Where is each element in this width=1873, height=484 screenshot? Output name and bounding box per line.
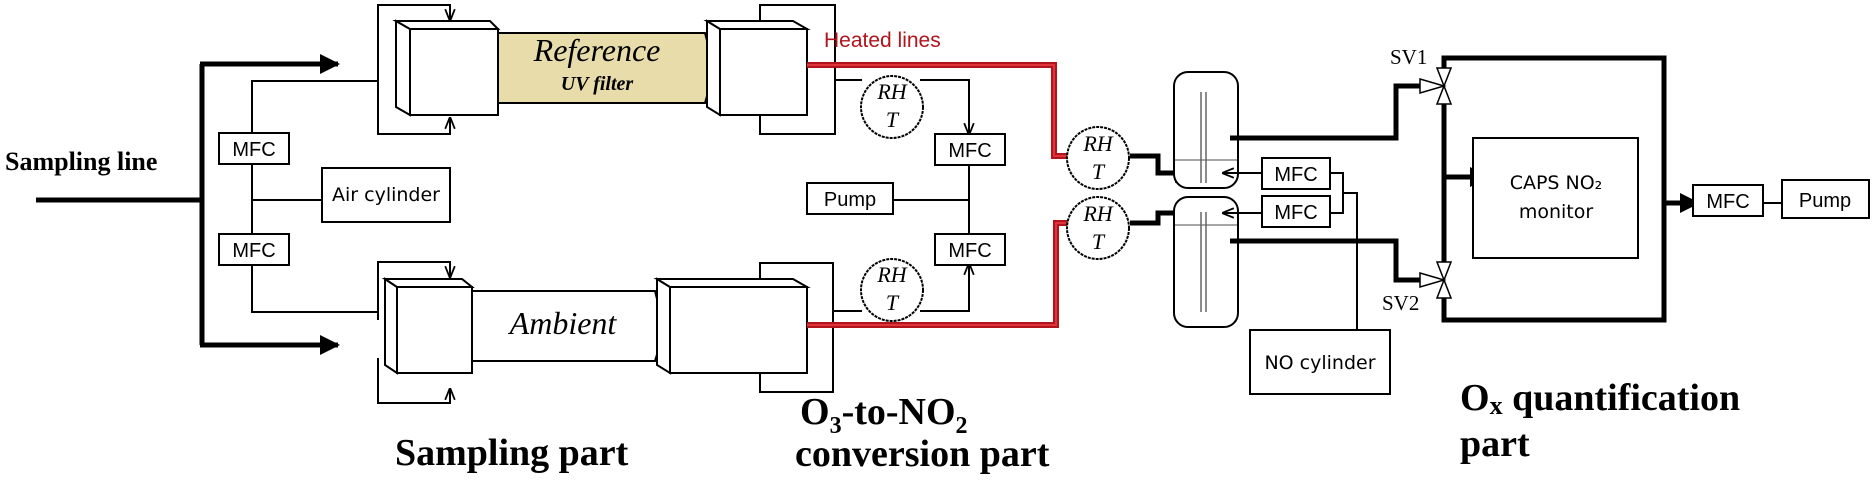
heated-lines-label: Heated lines <box>824 29 941 52</box>
air-cylinder[interactable]: Air cylinder <box>321 167 451 223</box>
solenoid-valve-sv1[interactable]: SV1 <box>1390 45 1453 105</box>
mfc-label: MFC <box>1274 164 1317 186</box>
mfc-label: MFC <box>948 140 991 162</box>
lower-air-line <box>251 265 378 313</box>
amb-outlet-cell-block <box>653 277 811 375</box>
mfc-manifold <box>1330 172 1344 214</box>
pump-label: Pump <box>824 189 876 211</box>
t-label: T <box>1092 229 1106 254</box>
ambient-tube[interactable]: Ambient <box>471 290 662 362</box>
mfc-no-top[interactable]: MFC <box>1261 157 1331 190</box>
caps-no2-monitor[interactable]: CAPS NO₂ monitor <box>1472 137 1639 259</box>
ambient-channel: Ambient RH T <box>377 258 969 404</box>
exhaust-pump[interactable]: Pump <box>1781 179 1870 219</box>
valve-bypass-loop <box>1441 55 1667 323</box>
conv-sub2: 2 <box>956 413 968 439</box>
reference-uv-filter[interactable]: Reference UV filter <box>497 32 712 104</box>
bypass-pump-group: MFC MFC Pump <box>806 133 1006 266</box>
mfc-upper-bypass[interactable]: MFC <box>934 133 1006 166</box>
pump-label: Pump <box>1799 190 1851 212</box>
amb-bypass-to-mfc <box>920 264 969 312</box>
mfc-label: MFC <box>1706 191 1749 213</box>
heated-lines: Heated lines <box>807 29 1080 328</box>
sv1-label: SV1 <box>1390 45 1427 69</box>
upper-air-line <box>251 80 378 133</box>
section-conversion-line1: O3-to-NO2 <box>800 391 968 439</box>
amb-inlet-cell-block <box>381 277 475 375</box>
section-sampling-part: Sampling part <box>395 432 629 474</box>
t-label: T <box>886 290 900 315</box>
mfc-lower-bypass[interactable]: MFC <box>934 233 1006 266</box>
sv2-label: SV2 <box>1382 291 1419 315</box>
mfc-upper-left[interactable]: MFC <box>218 132 290 165</box>
rh-label: RH <box>1082 201 1113 226</box>
rh-t-sensor-amb-bypass: RH T <box>860 258 924 322</box>
mfc-no-bottom[interactable]: MFC <box>1261 195 1331 228</box>
rh-t-sensor-ref-bypass: RH T <box>860 75 924 139</box>
bypass-pump[interactable]: Pump <box>806 182 894 215</box>
uv-filter-label: UV filter <box>561 73 634 95</box>
ref-outlet-bypass <box>759 4 836 135</box>
rh-t-sensor-converter-ref: RH T <box>1066 126 1130 190</box>
caps-label-line1: CAPS NO₂ <box>1510 172 1603 194</box>
rh-label: RH <box>1082 131 1113 156</box>
conversion-reactor-bottom[interactable] <box>1173 196 1239 328</box>
quant-o: O <box>1460 377 1490 419</box>
mfc-label: MFC <box>232 139 275 161</box>
no-cylinder-label: NO cylinder <box>1264 352 1375 374</box>
air-cylinder-label: Air cylinder <box>332 184 440 206</box>
conv-o: O <box>800 391 830 433</box>
mfc-label: MFC <box>232 240 275 262</box>
ambient-label: Ambient <box>508 305 618 341</box>
rh-label: RH <box>876 79 907 104</box>
quant-sub-x: x <box>1490 391 1503 420</box>
zero-air-branch: MFC MFC Air cylinder <box>218 80 451 313</box>
conv-to-no: -to-NO <box>842 391 956 433</box>
caps-label-line2: monitor <box>1519 201 1594 223</box>
section-quantification-line1: Ox quantification <box>1460 377 1740 420</box>
ref-inlet-cell-block <box>392 19 501 117</box>
reference-channel: Reference UV filter RH T <box>377 4 969 139</box>
mfc-label: MFC <box>1274 202 1317 224</box>
mfc-exhaust[interactable]: MFC <box>1692 184 1764 217</box>
converter-ref-outlet-line <box>1230 83 1420 141</box>
ref-outlet-cell-block <box>703 19 811 117</box>
rh-t-sensor-converter-amb: RH T <box>1066 196 1130 260</box>
rh-label: RH <box>876 262 907 287</box>
sampling-line-label: Sampling line <box>5 147 157 176</box>
heated-line-reference-core <box>807 64 1080 157</box>
no-dosing-group: MFC MFC NO cylinder <box>1223 157 1391 395</box>
reference-label: Reference <box>533 32 661 68</box>
conv-sub3: 3 <box>830 413 842 439</box>
section-conversion-line2: conversion part <box>795 433 1050 475</box>
mfc-label: MFC <box>948 240 991 262</box>
quant-text: quantification <box>1503 377 1741 419</box>
solenoid-valve-sv2[interactable]: SV2 <box>1382 261 1453 315</box>
t-label: T <box>1092 159 1106 184</box>
converter-amb-outlet-line <box>1230 238 1420 283</box>
sampling-line-group: Sampling line <box>5 54 340 355</box>
no-cylinder[interactable]: NO cylinder <box>1249 329 1391 395</box>
section-quantification-line2: part <box>1460 423 1530 465</box>
mfc-lower-left[interactable]: MFC <box>218 233 290 266</box>
conversion-reactor-top[interactable] <box>1173 71 1239 189</box>
ref-bypass-to-mfc <box>920 79 969 134</box>
t-label: T <box>886 107 900 132</box>
no-supply-line <box>1343 192 1358 345</box>
